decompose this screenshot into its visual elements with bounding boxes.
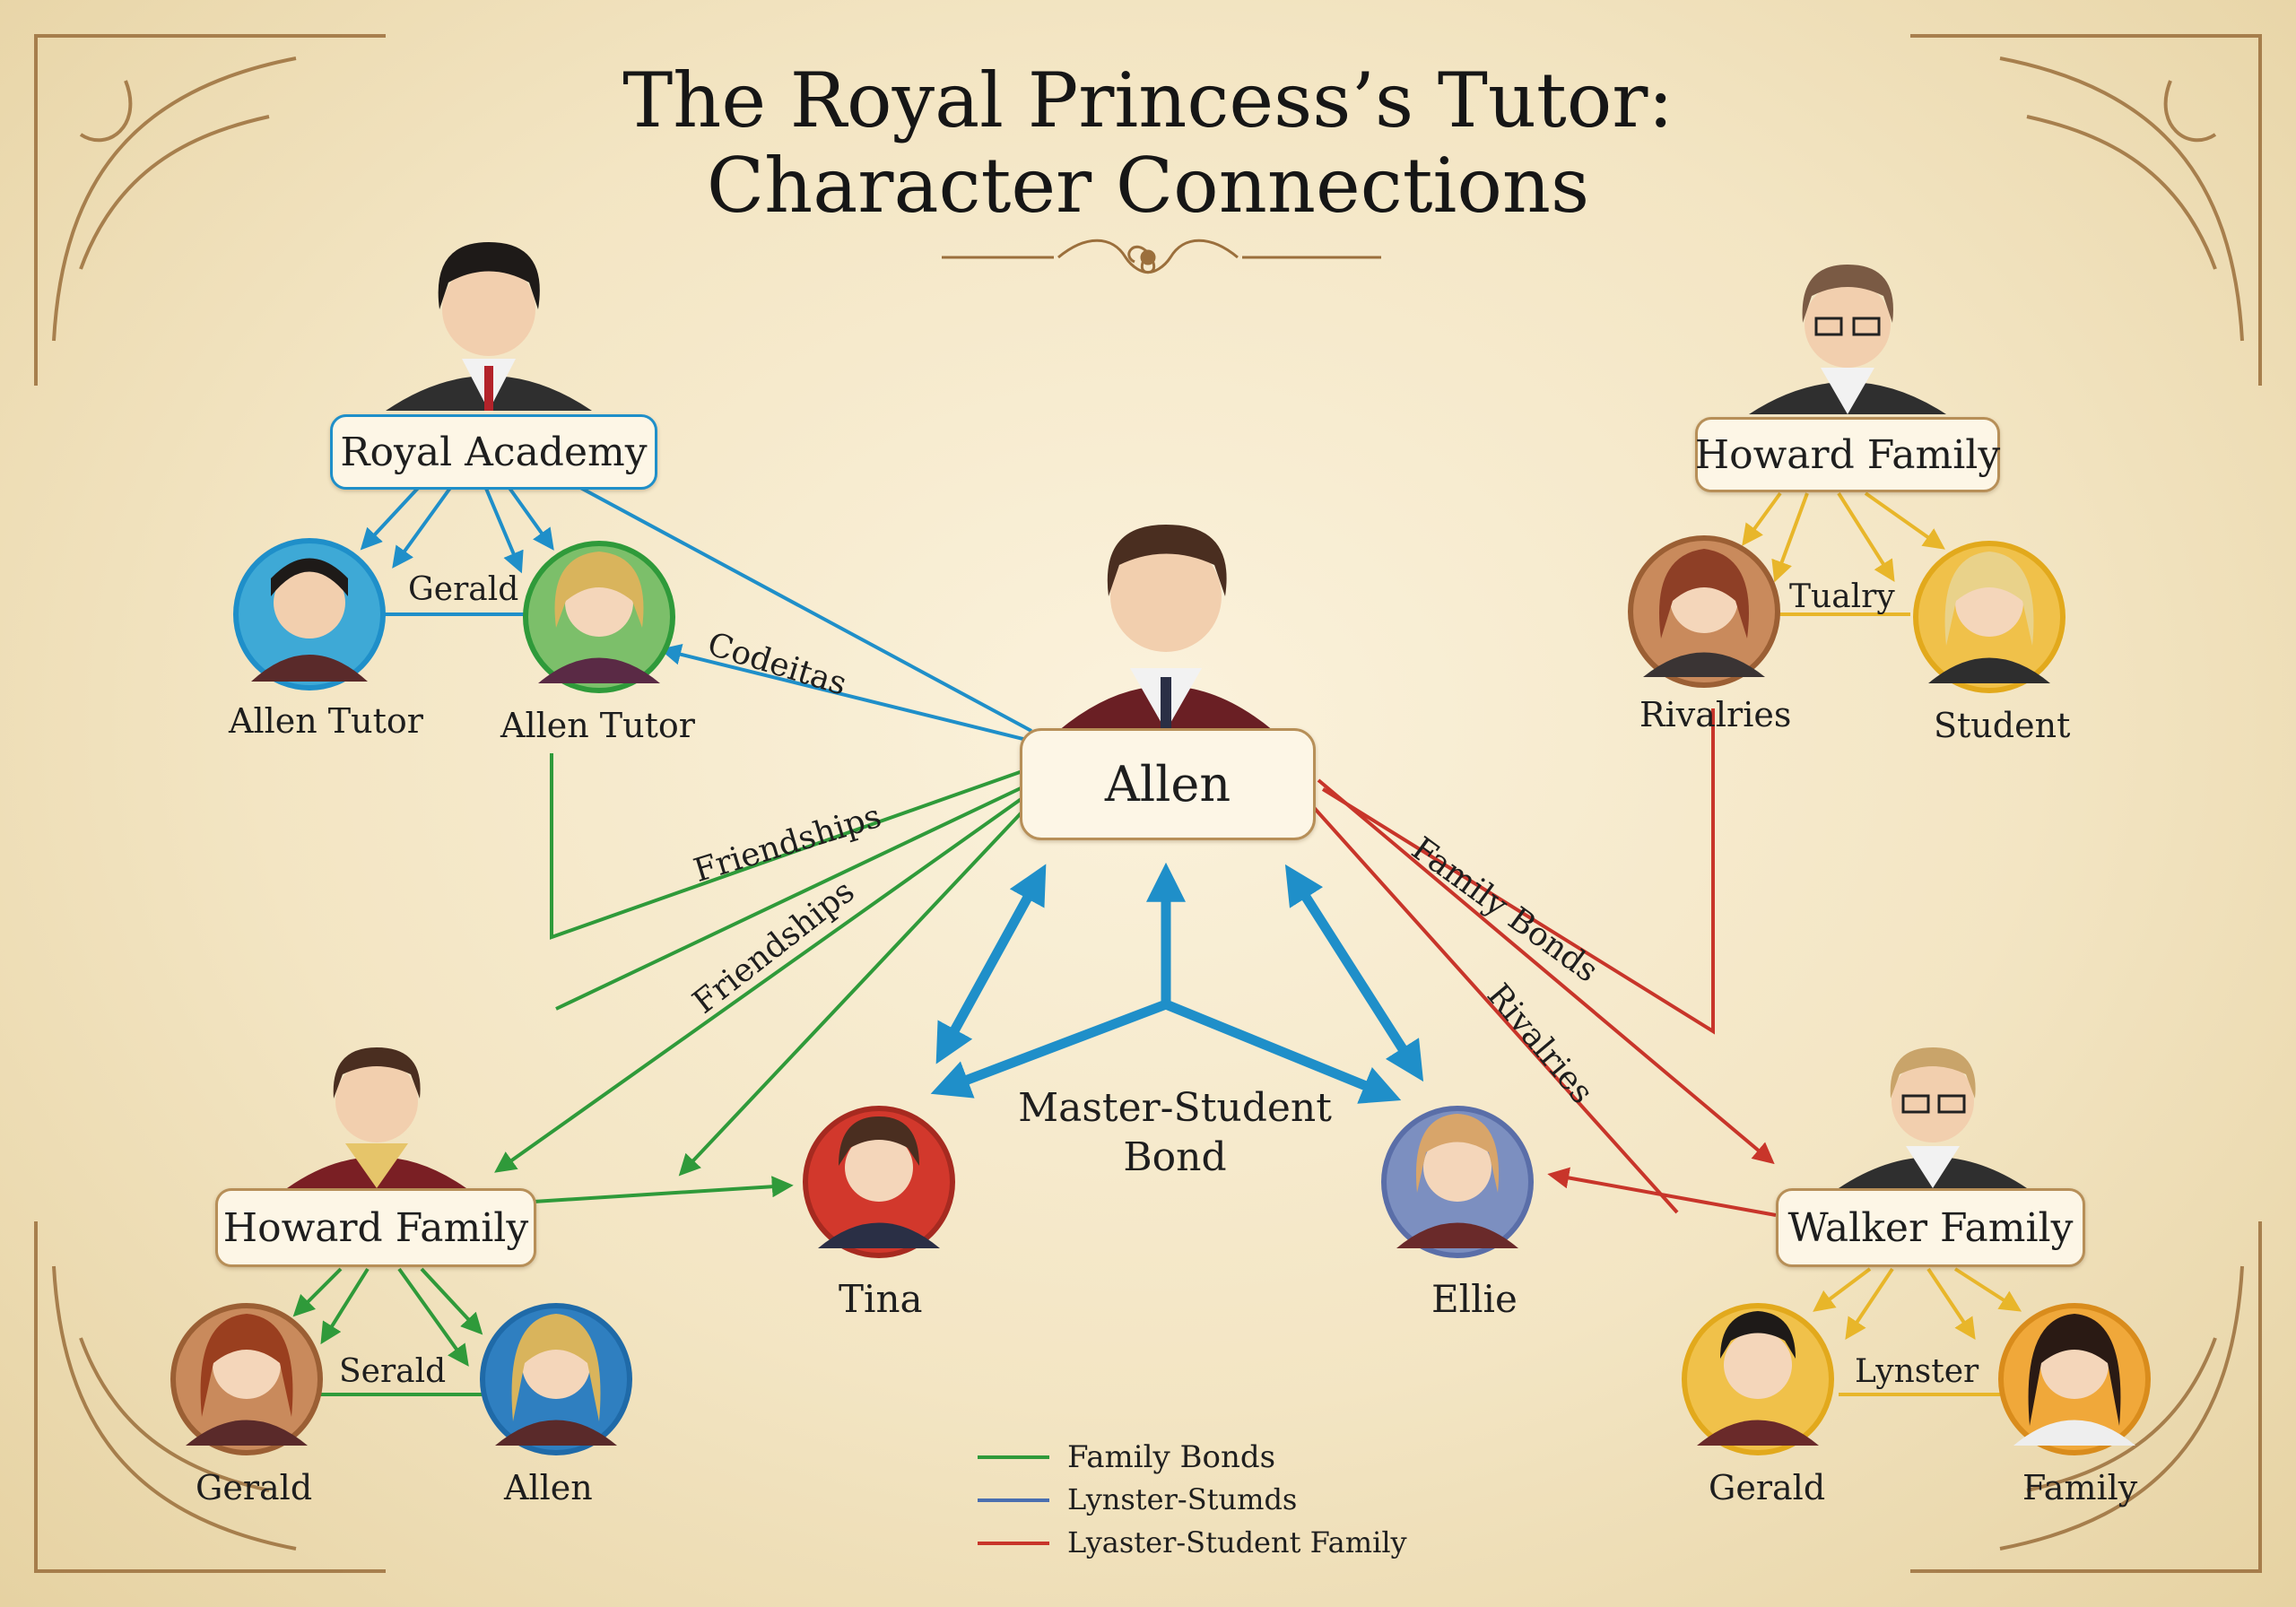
bust-royal-academy (386, 242, 592, 411)
node-howard-family-top[interactable]: Howard Family (1695, 417, 2000, 492)
walker-links (1813, 1267, 2022, 1396)
node-walker-family[interactable]: Walker Family (1776, 1188, 2085, 1267)
bust-allen (1058, 525, 1274, 731)
royal-academy-links (360, 482, 1032, 742)
portraits (170, 535, 2151, 1455)
edge-label-walker-pair: Lynster (1855, 1353, 1979, 1390)
edge-label-hf-top-pair: Tualry (1789, 578, 1895, 615)
edge-label-master-student: Master-Student Bond (1018, 1085, 1332, 1180)
title-line-2: Character Connections (706, 142, 1590, 230)
char-label-walker-right: Family (2022, 1468, 2138, 1507)
portrait-hf-top-left (1628, 535, 1780, 688)
portrait-tina (803, 1106, 955, 1258)
portrait-hf-bottom-left (170, 1303, 323, 1455)
portrait-hf-top-right (1913, 541, 2066, 693)
edge-label-hf-bottom-pair: Serald (339, 1353, 447, 1390)
portrait-ra-left (233, 538, 386, 691)
portrait-ra-right (523, 541, 675, 693)
node-allen[interactable]: Allen (1020, 728, 1316, 840)
char-label-tina: Tina (839, 1277, 923, 1321)
legend-item-blue: Lynster-Stumds (1067, 1482, 1298, 1516)
rivalry-links (1308, 708, 1777, 1217)
portrait-walker-left (1682, 1303, 1834, 1455)
char-label-ra-left: Allen Tutor (229, 701, 423, 741)
portrait-walker-right (1998, 1303, 2151, 1455)
howard-bottom-links (292, 1267, 484, 1396)
char-label-hf-bottom-left: Gerald (196, 1468, 313, 1507)
node-howard-family-bottom[interactable]: Howard Family (215, 1188, 536, 1267)
bust-walker (1839, 1047, 2027, 1188)
char-label-walker-left: Gerald (1709, 1468, 1826, 1507)
legend-swatches (978, 1455, 1049, 1545)
char-label-ra-right: Allen Tutor (500, 706, 695, 745)
char-label-hf-top-right: Student (1934, 706, 2071, 745)
howard-top-links (1742, 491, 1945, 616)
char-label-ellie: Ellie (1431, 1277, 1518, 1321)
portrait-ellie (1381, 1106, 1534, 1258)
edge-label-ra-pair: Gerald (408, 571, 519, 608)
bust-howard-bottom (287, 1047, 466, 1188)
legend-item-green: Family Bonds (1067, 1439, 1276, 1475)
busts (287, 242, 2027, 1188)
char-label-hf-bottom-right: Allen (504, 1468, 593, 1507)
title-divider (942, 239, 1381, 274)
legend-item-red: Lyaster-Student Family (1067, 1525, 1407, 1559)
corner-ornaments (34, 34, 2262, 1573)
char-label-hf-top-left: Rivalries (1639, 695, 1792, 734)
master-student-links (930, 862, 1424, 1104)
portrait-hf-bottom-right (480, 1303, 632, 1455)
title-line-1: The Royal Princess’s Tutor: (622, 56, 1674, 144)
bust-howard-top (1749, 265, 1946, 414)
node-royal-academy[interactable]: Royal Academy (330, 414, 657, 490)
